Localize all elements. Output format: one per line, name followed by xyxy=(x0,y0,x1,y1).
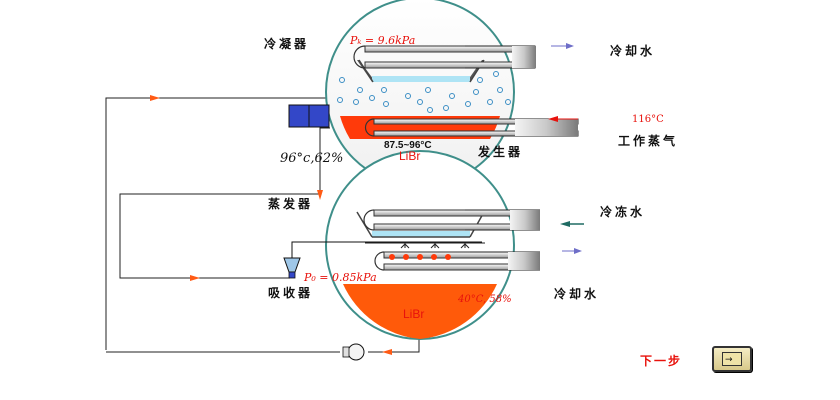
throttle-cone-icon xyxy=(283,241,482,279)
lower-vessel xyxy=(325,150,540,340)
next-step-label[interactable]: 下一步 xyxy=(640,353,682,368)
flow-arrows xyxy=(150,95,392,355)
solution-drops xyxy=(389,254,451,260)
arrow-right-icon xyxy=(722,352,742,366)
generator-temp-label: 87.5~96°C xyxy=(384,140,432,151)
working-steam-label: 工作蒸气 xyxy=(618,133,678,148)
external-pipes xyxy=(508,46,578,270)
steam-temp-label: 116°C xyxy=(632,114,664,125)
cooling-water-top-label: 冷却水 xyxy=(610,43,655,58)
arrow-right-glyph: → xyxy=(725,355,733,365)
absorber-solution xyxy=(343,284,497,339)
evaporator-label: 蒸发器 xyxy=(268,196,313,211)
libr-bottom-label: LiBr xyxy=(403,307,424,321)
cooling-water-bottom-label: 冷却水 xyxy=(554,286,599,301)
pressure-high-label: Pₖ = 9.6kPa xyxy=(349,34,415,47)
cooling-water-in-arrow xyxy=(562,248,582,254)
next-step-button[interactable]: → xyxy=(712,346,752,372)
upper-vessel xyxy=(325,0,579,187)
strong-solution-label: 96°c,62% xyxy=(280,151,343,166)
absorber-label: 吸收器 xyxy=(268,285,313,300)
chilled-water-label: 冷冻水 xyxy=(600,204,645,219)
cooling-water-out-arrow xyxy=(551,43,574,49)
absorber-state-label: 40°C, 58% xyxy=(457,294,512,305)
condenser-coil xyxy=(353,45,536,69)
libr-top-label: LiBr xyxy=(399,149,420,163)
condenser-label: 冷凝器 xyxy=(264,36,309,51)
generator-label: 发生器 xyxy=(477,144,523,159)
vapor-bubbles xyxy=(337,71,511,113)
steam-in-arrow xyxy=(548,116,578,122)
chilled-water-in-arrow xyxy=(560,221,584,227)
expansion-valve-icon xyxy=(288,104,330,128)
water-arrows xyxy=(548,43,584,254)
pump-icon xyxy=(342,343,365,361)
spray-nozzles xyxy=(365,242,485,249)
pressure-low-label: P₀ = 0.85kPa xyxy=(303,271,377,284)
